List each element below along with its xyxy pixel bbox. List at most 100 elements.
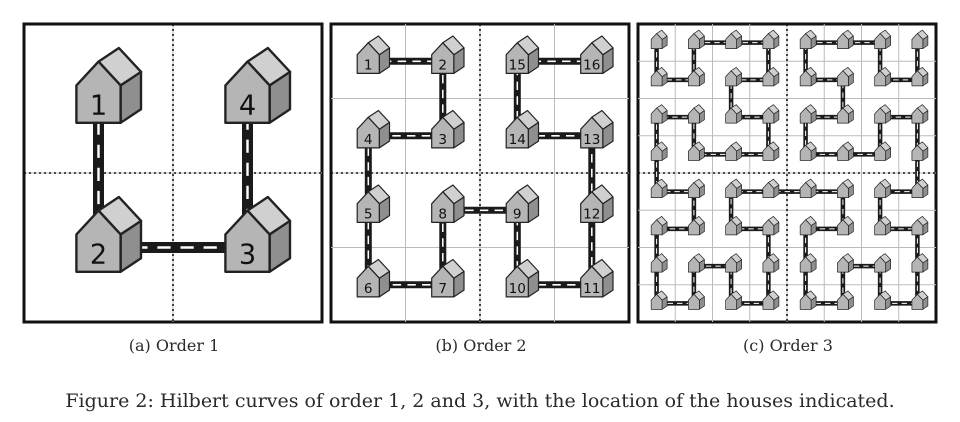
house-icon	[688, 67, 705, 87]
house-icon	[837, 141, 854, 161]
house-icon	[911, 216, 929, 236]
house-icon: 3	[224, 195, 292, 273]
house-icon	[725, 104, 742, 124]
house-label: 15	[509, 57, 526, 73]
house-icon: 4	[224, 46, 292, 124]
house-icon	[762, 290, 780, 310]
house-icon	[837, 253, 854, 273]
panel-order-1: 1 2 3 4	[22, 22, 324, 324]
house-icon	[762, 104, 780, 124]
figure-caption: Figure 2: Hilbert curves of order 1, 2 a…	[65, 390, 895, 412]
house-icon	[688, 216, 705, 236]
house-icon	[725, 178, 742, 198]
road-markings	[97, 98, 249, 249]
house-icon: 3	[431, 109, 465, 149]
house-icon: 4	[356, 109, 391, 149]
house-icon: 7	[431, 258, 465, 298]
house-icon: 15	[505, 35, 540, 74]
house-icon	[911, 104, 929, 124]
house-icon	[837, 29, 854, 49]
house-icon	[837, 104, 854, 124]
house-icon	[799, 216, 817, 236]
house-label: 12	[583, 206, 600, 222]
house-icon	[874, 67, 891, 87]
house-icon	[762, 253, 780, 273]
house-icon	[650, 253, 668, 273]
house-icon: 9	[505, 184, 540, 223]
house-icon	[725, 141, 742, 161]
house-label: 14	[509, 132, 526, 148]
house-icon: 12	[580, 184, 614, 223]
house-icon	[650, 216, 668, 236]
house-icon	[725, 29, 742, 49]
house-icon	[874, 290, 891, 310]
house-icon	[688, 178, 705, 198]
house-icon	[874, 178, 891, 198]
caption-order-3: (c) Order 3	[743, 336, 833, 355]
house-label: 8	[438, 206, 447, 222]
house-icon: 6	[356, 258, 391, 298]
house-icon	[762, 29, 780, 49]
house-icon	[874, 29, 891, 49]
house-icon	[799, 141, 817, 161]
house-icon	[799, 67, 817, 87]
house-icon: 2	[75, 195, 143, 273]
house-icon: 11	[580, 258, 614, 298]
house-icon	[650, 178, 668, 198]
house-icon: 13	[580, 109, 614, 149]
house-label: 2	[90, 240, 107, 271]
house-icon: 14	[505, 109, 540, 149]
house-icon	[650, 141, 668, 161]
house-label: 5	[364, 206, 373, 222]
house-label: 10	[509, 281, 526, 297]
house-icon	[725, 290, 742, 310]
house-icon	[911, 141, 929, 161]
house-icon: 2	[431, 35, 465, 74]
house-icon	[799, 253, 817, 273]
house-label: 6	[364, 281, 373, 297]
house-icon: 10	[505, 258, 540, 298]
caption-order-1: (a) Order 1	[128, 336, 220, 355]
house-icon	[911, 290, 929, 310]
house-icon	[799, 29, 817, 49]
house-label: 1	[364, 57, 373, 73]
house-label: 3	[438, 132, 447, 148]
house-icon	[911, 178, 929, 198]
house-icon	[874, 141, 891, 161]
house-icon	[837, 290, 854, 310]
panel-order-3	[636, 22, 938, 324]
house-label: 2	[438, 57, 447, 73]
caption-order-2: (b) Order 2	[435, 336, 527, 355]
road-markings	[367, 60, 593, 286]
house-label: 4	[364, 132, 373, 148]
house-label: 16	[583, 57, 600, 73]
house-icon: 16	[580, 35, 614, 74]
house-icon	[911, 253, 929, 273]
house-icon	[688, 104, 705, 124]
house-label: 9	[513, 206, 522, 222]
house-icon	[837, 178, 854, 198]
house-label: 13	[583, 132, 600, 148]
house-icon: 1	[75, 46, 143, 124]
house-icon	[650, 67, 668, 87]
house-icon	[874, 216, 891, 236]
house-icon	[837, 67, 854, 87]
road-markings	[656, 42, 918, 304]
house-icon	[837, 216, 854, 236]
house-icon	[688, 290, 705, 310]
house-icon	[911, 67, 929, 87]
house-icon: 5	[356, 184, 391, 223]
house-icon: 1	[356, 35, 391, 74]
house-icon	[911, 29, 929, 49]
house-icon	[874, 253, 891, 273]
house-icon	[762, 178, 780, 198]
house-label: 7	[438, 281, 447, 297]
house-icon	[688, 141, 705, 161]
house-label: 1	[90, 91, 107, 122]
house-icon	[725, 253, 742, 273]
house-label: 3	[239, 240, 256, 271]
house-icon	[762, 216, 780, 236]
house-icon: 8	[431, 184, 465, 223]
